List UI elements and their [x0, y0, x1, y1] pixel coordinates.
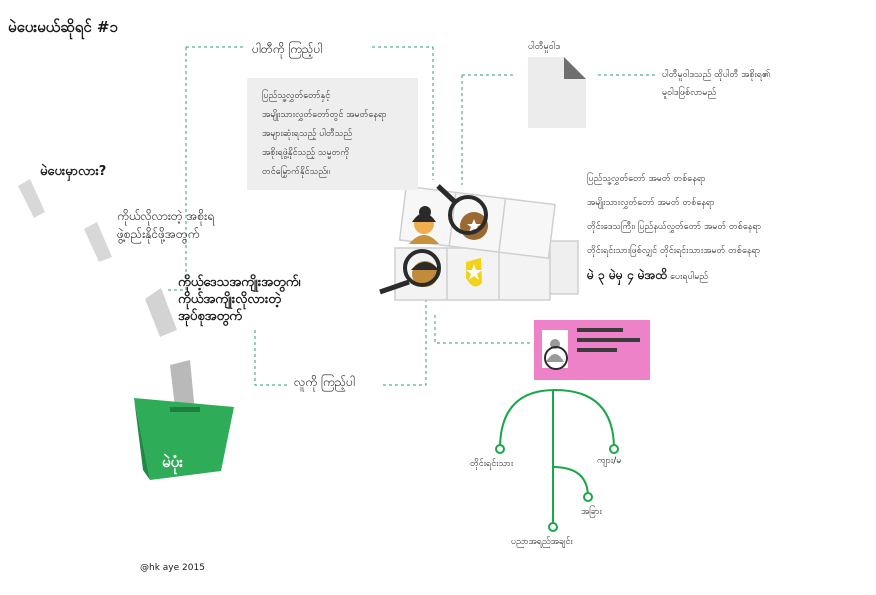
- candidate-face-icon: [409, 206, 439, 244]
- quote-icon: [18, 179, 112, 262]
- ballot-paper-slip-icon: [145, 288, 177, 337]
- reason-line: ကိုယ့်ဒေသအကျိုးအတွက်၊: [178, 275, 301, 290]
- party-info-line: အစိုးရဖွဲ့နိုင်သည့် သမ္မတကို: [262, 148, 350, 158]
- ballot-seat-list: ပြည်သူ့လွှတ်တော် အမတ် တစ်နေရာ အမျိုးသားလ…: [587, 167, 761, 289]
- tree-branch-ethnicity: တိုင်းရင်းသား: [470, 459, 514, 469]
- reason-line: ဖွဲ့စည်းနိုင်ဖို့အတွက်: [117, 227, 200, 241]
- reason-line: ကိုယ်အကျိုးလိုလားတဲ့: [178, 292, 281, 307]
- reason-line: ကိုယ်လိုလားတဲ့ အစိုးရ: [117, 209, 215, 223]
- tree-branch-education: ပညာအရည်အချင်း: [511, 537, 573, 547]
- seat-line: အမျိုးသားလွှတ်တော် အမတ် တစ်နေရာ: [587, 198, 715, 208]
- party-info-line: တင်မြှောက်နိုင်သည်။: [262, 167, 330, 177]
- look-at-people-label: လူကို ကြည့်ပါ: [294, 375, 356, 389]
- policy-line: ပါတီမူဝါဒသည် ထိုပါတီ အစိုးရ၏: [662, 70, 770, 80]
- id-card-icon: [534, 320, 650, 380]
- seat-line: တိုင်းဒေသကြီး၊ ပြည်နယ်လွှတ်တော် အမတ် တစ်…: [587, 222, 762, 232]
- connector-left-top: [168, 47, 187, 291]
- connector-idcard: [434, 315, 530, 344]
- document-icon: [528, 57, 586, 128]
- party-info-line: ပြည်သူ့လွှတ်တော်နှင့်: [262, 91, 331, 101]
- ballot-box-icon: [134, 360, 234, 480]
- party-info-line: အများဆုံးရသည့် ပါတီသည်: [262, 129, 353, 139]
- magnifier-icon: [379, 184, 488, 295]
- ballot-summary-rest: ပေးရပါမည်: [667, 272, 709, 282]
- party-policy-description: ပါတီမူဝါဒသည် ထိုပါတီ အစိုးရ၏ မူဝါဒဖြစ်လာ…: [662, 66, 770, 102]
- credit-text: @hk aye 2015: [140, 563, 205, 573]
- reason-region-group: ကိုယ့်ဒေသအကျိုးအတွက်၊ ကိုယ်အကျိုးလိုလားတ…: [178, 274, 300, 325]
- seat-line: ပြည်သူ့လွှတ်တော် အမတ် တစ်နေရာ: [587, 174, 706, 184]
- party-policy-label: ပါတီမူဝါဒ: [528, 42, 560, 52]
- tree-nodes: [495, 444, 619, 532]
- connector-lines: [168, 46, 655, 386]
- ballot-summary: မဲ ၃ မဲမှ ၄ မဲအထိ ပေးရပါမည်: [587, 263, 761, 289]
- connector-people-right: [383, 300, 427, 386]
- ballot-count: မဲ ၃ မဲမှ ၄ မဲအထိ: [587, 268, 668, 282]
- connector-people-left: [254, 330, 288, 386]
- party-info-line: အမျိုးသားလွှတ်တော်တွင် အမတ်နေရာ: [262, 110, 387, 120]
- criteria-tree: [499, 389, 615, 527]
- page-title: မဲပေးမယ်ဆိုရင် #၁: [8, 18, 118, 36]
- reason-line: အုပ်စုအတွက်: [178, 309, 242, 324]
- reason-government: ကိုယ်လိုလားတဲ့ အစိုးရ ဖွဲ့စည်းနိုင်ဖို့အ…: [117, 207, 214, 243]
- tree-branch-other: အခြား: [581, 507, 602, 517]
- ballot-box-label: မဲပုံး: [162, 453, 183, 471]
- seat-line: တိုင်းရင်းသားဖြစ်လျှင် တိုင်းရင်းသားအမတ်…: [587, 246, 761, 256]
- question-text: မဲပေးမှာလား?: [40, 164, 107, 179]
- party-info-box: ပြည်သူ့လွှတ်တော်နှင့် အမျိုးသားလွှတ်တော်…: [247, 78, 418, 190]
- policy-line: မူဝါဒဖြစ်လာမည်: [662, 88, 717, 98]
- tree-branch-gender: ကျား/မ: [597, 456, 622, 466]
- look-at-party-label: ပါတီကို ကြည့်ပါ: [252, 42, 323, 56]
